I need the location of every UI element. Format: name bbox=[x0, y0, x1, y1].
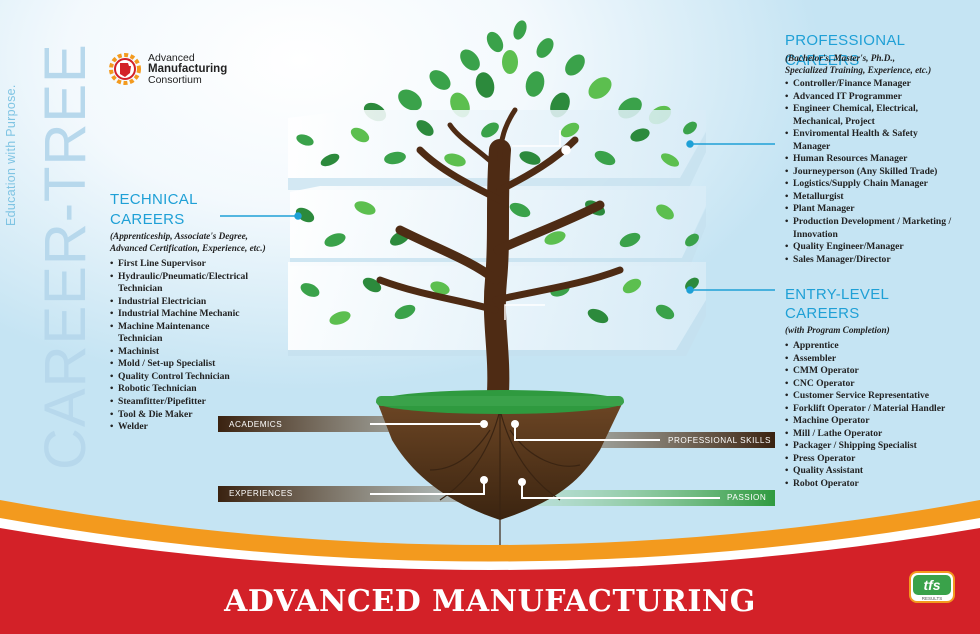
list-item: Industrial Electrician bbox=[110, 296, 248, 309]
consortium-logo: Advanced Manufacturing Consortium bbox=[108, 52, 227, 86]
list-item-continued: Innovation bbox=[793, 228, 838, 240]
entry-title-1: ENTRY-LEVEL bbox=[785, 286, 890, 303]
tfs-badge-icon: tfs RESULTS bbox=[909, 571, 955, 603]
list-item: Robotic Technician bbox=[110, 383, 248, 396]
professional-title: PROFESSIONAL CAREERS bbox=[785, 32, 905, 69]
list-item: Press Operator bbox=[785, 453, 945, 466]
list-item: Quality Assistant bbox=[785, 465, 945, 478]
entry-list: Apprentice Assembler CMM Operator CNC Op… bbox=[785, 340, 945, 491]
list-item: Robot Operator bbox=[785, 478, 945, 491]
list-item: Welder bbox=[110, 421, 248, 434]
technical-title-1: TECHNICAL bbox=[110, 191, 198, 208]
badge-small-text: RESULTS bbox=[922, 596, 942, 601]
list-item: Steamfitter/Pipefitter bbox=[110, 396, 248, 409]
list-item: Industrial Machine Mechanic bbox=[110, 308, 248, 321]
connector-dots bbox=[480, 420, 526, 486]
list-item: Enviromental Health & Safety bbox=[785, 128, 951, 141]
list-item-continued: Technician bbox=[118, 283, 163, 295]
connector-lines bbox=[370, 423, 720, 499]
list-item: Customer Service Representative bbox=[785, 390, 945, 403]
list-item: Quality Engineer/Manager bbox=[785, 241, 951, 254]
list-item: Tool & Die Maker bbox=[110, 409, 248, 422]
badge-text: tfs bbox=[923, 577, 940, 593]
experiences-label: EXPERIENCES bbox=[229, 489, 293, 498]
list-item: Journeyperson (Any Skilled Trade) bbox=[785, 166, 951, 179]
list-item: Plant Manager bbox=[785, 203, 951, 216]
gear-logo-icon bbox=[109, 53, 141, 85]
logo-line-1: Advanced bbox=[148, 51, 195, 64]
callout-lines bbox=[220, 140, 775, 294]
list-item: Mill / Lathe Operator bbox=[785, 428, 945, 441]
bottom-title: ADVANCED MANUFACTURING bbox=[224, 584, 756, 619]
list-item: Human Resources Manager bbox=[785, 153, 951, 166]
list-item: Quality Control Technician bbox=[110, 371, 248, 384]
list-item: Logistics/Supply Chain Manager bbox=[785, 178, 951, 191]
list-item-continued: Mechanical, Project bbox=[793, 115, 875, 127]
entry-subtitle: (with Program Completion) bbox=[785, 325, 890, 335]
list-item: Apprentice bbox=[785, 340, 945, 353]
list-item: First Line Supervisor bbox=[110, 258, 248, 271]
professional-list: Controller/Finance Manager Advanced IT P… bbox=[785, 78, 951, 266]
list-item: Controller/Finance Manager bbox=[785, 78, 951, 91]
passion-label: PASSION bbox=[727, 493, 767, 502]
professional-subtitle-2: Specialized Training, Experience, etc.) bbox=[785, 65, 932, 75]
list-item: Engineer Chemical, Electrical, bbox=[785, 103, 951, 116]
professional-subtitle-1: (Bachelor's, Master's, Ph.D., bbox=[785, 53, 896, 63]
logo-line-3: Consortium bbox=[148, 73, 202, 86]
list-item: CNC Operator bbox=[785, 378, 945, 391]
technical-list: First Line Supervisor Hydraulic/Pneumati… bbox=[110, 258, 248, 434]
list-item: Forklift Operator / Material Handler bbox=[785, 403, 945, 416]
list-item: Machine Maintenance bbox=[110, 321, 248, 334]
list-item: Metallurgist bbox=[785, 191, 951, 204]
list-item: Mold / Set-up Specialist bbox=[110, 358, 248, 371]
list-item: Sales Manager/Director bbox=[785, 254, 951, 267]
list-item: Assembler bbox=[785, 353, 945, 366]
technical-title-2: CAREERS bbox=[110, 211, 185, 228]
list-item: CMM Operator bbox=[785, 365, 945, 378]
tree-trunk bbox=[376, 107, 624, 403]
entry-title-2: CAREERS bbox=[785, 305, 860, 322]
academics-label: ACADEMICS bbox=[229, 420, 283, 429]
list-item: Production Development / Marketing / bbox=[785, 216, 951, 229]
professional-skills-label: PROFESSIONAL SKILLS bbox=[668, 436, 771, 445]
technical-subtitle-1: (Apprenticeship, Associate's Degree, bbox=[110, 231, 248, 241]
list-item: Advanced IT Programmer bbox=[785, 91, 951, 104]
list-item-continued: Manager bbox=[793, 140, 831, 152]
list-item: Machine Operator bbox=[785, 415, 945, 428]
list-item: Hydraulic/Pneumatic/Electrical bbox=[110, 271, 248, 284]
logo-line-2: Manufacturing bbox=[148, 62, 228, 75]
list-item: Machinist bbox=[110, 346, 248, 359]
experiences-bar bbox=[218, 486, 498, 502]
list-item-continued: Technician bbox=[118, 333, 163, 345]
list-item: Packager / Shipping Specialist bbox=[785, 440, 945, 453]
technical-subtitle-2: Advanced Certification, Experience, etc.… bbox=[110, 243, 266, 253]
